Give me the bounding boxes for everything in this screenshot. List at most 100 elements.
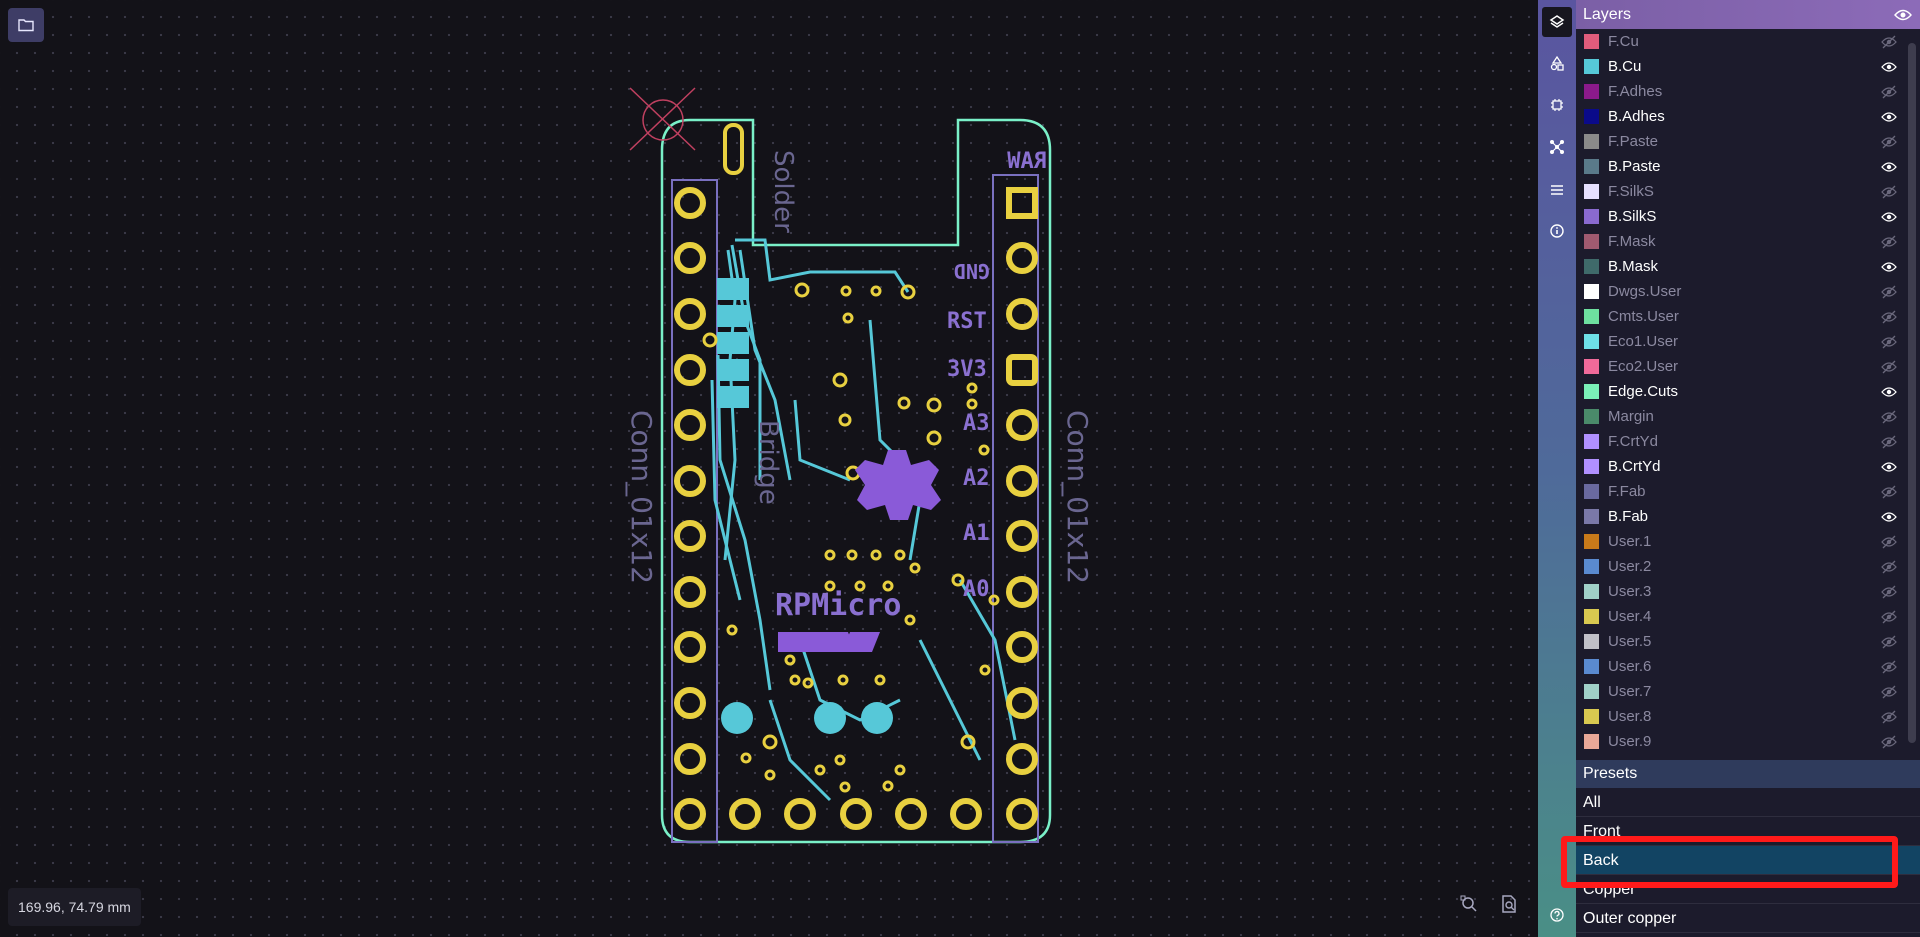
layer-row[interactable]: Dwgs.User — [1576, 279, 1920, 304]
eye-off-icon[interactable] — [1881, 709, 1897, 725]
preset-outer-copper[interactable]: Outer copper — [1576, 904, 1920, 933]
layer-row[interactable]: F.Fab — [1576, 479, 1920, 504]
eye-off-icon[interactable] — [1881, 659, 1897, 675]
layer-row[interactable]: B.Fab — [1576, 504, 1920, 529]
zoom-to-fit-button[interactable] — [1454, 889, 1484, 919]
layer-row[interactable]: User.8 — [1576, 704, 1920, 729]
eye-icon[interactable] — [1881, 259, 1897, 275]
layer-color-swatch[interactable] — [1584, 459, 1599, 474]
layer-row[interactable]: Margin — [1576, 404, 1920, 429]
eye-icon[interactable] — [1881, 459, 1897, 475]
eye-icon[interactable] — [1881, 209, 1897, 225]
eye-icon[interactable] — [1881, 159, 1897, 175]
layer-row[interactable]: F.CrtYd — [1576, 429, 1920, 454]
layer-color-swatch[interactable] — [1584, 384, 1599, 399]
layer-color-swatch[interactable] — [1584, 59, 1599, 74]
eye-off-icon[interactable] — [1881, 734, 1897, 750]
eye-off-icon[interactable] — [1881, 284, 1897, 300]
layer-row[interactable]: Eco1.User — [1576, 329, 1920, 354]
layer-row[interactable]: F.Adhes — [1576, 79, 1920, 104]
zoom-to-page-button[interactable] — [1494, 889, 1524, 919]
layer-color-swatch[interactable] — [1584, 584, 1599, 599]
layer-row[interactable]: B.Paste — [1576, 154, 1920, 179]
layer-row[interactable]: User.2 — [1576, 554, 1920, 579]
layer-color-swatch[interactable] — [1584, 609, 1599, 624]
layer-color-swatch[interactable] — [1584, 559, 1599, 574]
layer-color-swatch[interactable] — [1584, 484, 1599, 499]
layer-row[interactable]: User.3 — [1576, 579, 1920, 604]
eye-off-icon[interactable] — [1881, 309, 1897, 325]
eye-off-icon[interactable] — [1881, 409, 1897, 425]
pcb-board[interactable]: RAW GND RST 3V3 A3 A2 A1 A0 RPMicro Conn… — [600, 80, 1100, 860]
layer-color-swatch[interactable] — [1584, 84, 1599, 99]
layer-color-swatch[interactable] — [1584, 234, 1599, 249]
help-button[interactable] — [1542, 900, 1572, 930]
tab-footprints[interactable] — [1542, 90, 1572, 120]
eye-off-icon[interactable] — [1881, 559, 1897, 575]
eye-icon[interactable] — [1894, 8, 1912, 22]
layer-row[interactable]: User.6 — [1576, 654, 1920, 679]
layer-color-swatch[interactable] — [1584, 359, 1599, 374]
eye-off-icon[interactable] — [1881, 234, 1897, 250]
layer-color-swatch[interactable] — [1584, 159, 1599, 174]
layer-color-swatch[interactable] — [1584, 684, 1599, 699]
layer-color-swatch[interactable] — [1584, 434, 1599, 449]
layer-color-swatch[interactable] — [1584, 409, 1599, 424]
eye-off-icon[interactable] — [1881, 684, 1897, 700]
layer-list-scrollbar[interactable] — [1908, 43, 1916, 743]
eye-off-icon[interactable] — [1881, 84, 1897, 100]
eye-icon[interactable] — [1881, 109, 1897, 125]
layer-row[interactable]: User.4 — [1576, 604, 1920, 629]
layer-row[interactable]: Cmts.User — [1576, 304, 1920, 329]
layer-color-swatch[interactable] — [1584, 534, 1599, 549]
layer-color-swatch[interactable] — [1584, 734, 1599, 749]
tab-properties[interactable] — [1542, 175, 1572, 205]
tab-objects[interactable] — [1542, 48, 1572, 78]
eye-off-icon[interactable] — [1881, 134, 1897, 150]
eye-icon[interactable] — [1881, 59, 1897, 75]
layer-color-swatch[interactable] — [1584, 109, 1599, 124]
layer-row[interactable]: User.9 — [1576, 729, 1920, 754]
eye-off-icon[interactable] — [1881, 634, 1897, 650]
tab-info[interactable] — [1542, 216, 1572, 246]
layer-row[interactable]: User.1 — [1576, 529, 1920, 554]
eye-icon[interactable] — [1881, 384, 1897, 400]
preset-copper[interactable]: Copper — [1576, 875, 1920, 904]
eye-off-icon[interactable] — [1881, 184, 1897, 200]
tab-layers[interactable] — [1542, 7, 1572, 37]
layer-row[interactable]: F.Paste — [1576, 129, 1920, 154]
eye-off-icon[interactable] — [1881, 34, 1897, 50]
layer-color-swatch[interactable] — [1584, 34, 1599, 49]
layer-row[interactable]: B.Cu — [1576, 54, 1920, 79]
layer-color-swatch[interactable] — [1584, 509, 1599, 524]
layer-row[interactable]: B.CrtYd — [1576, 454, 1920, 479]
layer-row[interactable]: Edge.Cuts — [1576, 379, 1920, 404]
layer-color-swatch[interactable] — [1584, 309, 1599, 324]
eye-off-icon[interactable] — [1881, 584, 1897, 600]
layer-row[interactable]: B.SilkS — [1576, 204, 1920, 229]
layer-color-swatch[interactable] — [1584, 334, 1599, 349]
preset-front[interactable]: Front — [1576, 817, 1920, 846]
layer-color-swatch[interactable] — [1584, 709, 1599, 724]
layer-color-swatch[interactable] — [1584, 134, 1599, 149]
eye-off-icon[interactable] — [1881, 534, 1897, 550]
preset-back[interactable]: Back — [1576, 846, 1920, 875]
layer-row[interactable]: F.Cu — [1576, 29, 1920, 54]
eye-off-icon[interactable] — [1881, 334, 1897, 350]
eye-off-icon[interactable] — [1881, 609, 1897, 625]
eye-off-icon[interactable] — [1881, 434, 1897, 450]
layer-row[interactable]: B.Mask — [1576, 254, 1920, 279]
eye-off-icon[interactable] — [1881, 359, 1897, 375]
preset-all[interactable]: All — [1576, 788, 1920, 817]
eye-off-icon[interactable] — [1881, 484, 1897, 500]
layer-row[interactable]: User.5 — [1576, 629, 1920, 654]
layer-row[interactable]: User.7 — [1576, 679, 1920, 704]
layer-color-swatch[interactable] — [1584, 634, 1599, 649]
layer-row[interactable]: F.Mask — [1576, 229, 1920, 254]
layer-row[interactable]: Eco2.User — [1576, 354, 1920, 379]
layer-color-swatch[interactable] — [1584, 259, 1599, 274]
eye-icon[interactable] — [1881, 509, 1897, 525]
layer-color-swatch[interactable] — [1584, 284, 1599, 299]
layer-color-swatch[interactable] — [1584, 659, 1599, 674]
